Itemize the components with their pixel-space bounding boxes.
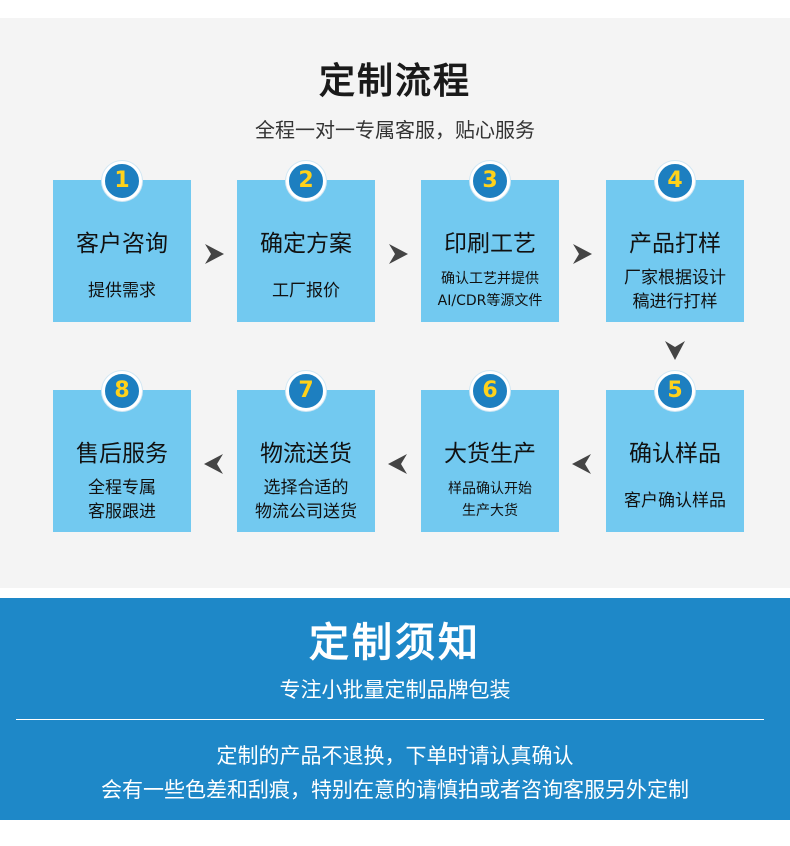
step-number-badge: 1: [102, 161, 142, 201]
step-title: 印刷工艺: [444, 231, 536, 257]
process-subtitle: 全程一对一专属客服，贴心服务: [255, 118, 535, 142]
step-number-badge: 4: [655, 161, 695, 201]
step-description: 确认工艺并提供 AI/CDR等源文件: [437, 271, 543, 309]
notice-line: 会有一些色差和刮痕，特别在意的请慎拍或者咨询客服另外定制: [101, 778, 689, 802]
step-card-2: 2 确定方案 工厂报价: [237, 161, 375, 322]
step-title: 售后服务: [76, 441, 168, 467]
step-card-5: 5 确认样品 客户确认样品: [606, 371, 744, 532]
arrow-right-icon: [389, 244, 408, 264]
step-card-7: 7 物流送货 选择合适的 物流公司送货: [237, 371, 375, 532]
step-card-1: 1 客户咨询 提供需求: [53, 161, 191, 322]
step-card-3: 3 印刷工艺 确认工艺并提供 AI/CDR等源文件: [421, 161, 559, 322]
arrow-down-icon: [665, 341, 685, 360]
step-title: 大货生产: [444, 441, 536, 467]
step-title: 产品打样: [629, 231, 721, 257]
notice-title: 定制须知: [309, 620, 481, 666]
step-number-badge: 3: [470, 161, 510, 201]
step-title: 确认样品: [629, 441, 721, 467]
step-description: 工厂报价: [272, 281, 340, 301]
step-description: 提供需求: [88, 281, 156, 301]
step-description: 客户确认样品: [624, 491, 726, 511]
notice-subtitle: 专注小批量定制品牌包装: [279, 678, 511, 702]
process-title: 定制流程: [318, 61, 471, 102]
step-description: 全程专属 客服跟进: [88, 478, 156, 522]
step-number-badge: 2: [286, 161, 326, 201]
step-description: 选择合适的 物流公司送货: [255, 478, 357, 522]
step-number-badge: 8: [102, 371, 142, 411]
step-number-badge: 6: [470, 371, 510, 411]
step-card-6: 6 大货生产 样品确认开始 生产大货: [421, 371, 559, 532]
notice-line: 定制的产品不退换，下单时请认真确认: [216, 744, 574, 768]
step-number-badge: 5: [655, 371, 695, 411]
notice-panel: [0, 598, 790, 820]
divider: [16, 719, 764, 720]
step-title: 确定方案: [260, 231, 352, 257]
arrow-left-icon: [204, 454, 223, 474]
step-number-badge: 7: [286, 371, 326, 411]
step-title: 客户咨询: [76, 231, 168, 257]
arrow-left-icon: [388, 454, 407, 474]
step-description: 厂家根据设计 稿进行打样: [624, 268, 726, 312]
step-card-8: 8 售后服务 全程专属 客服跟进: [53, 371, 191, 532]
step-card-4: 4 产品打样 厂家根据设计 稿进行打样: [606, 161, 744, 322]
arrow-right-icon: [573, 244, 592, 264]
step-description: 样品确认开始 生产大货: [448, 481, 532, 519]
arrow-right-icon: [205, 244, 224, 264]
step-title: 物流送货: [260, 441, 352, 467]
arrow-left-icon: [572, 454, 591, 474]
